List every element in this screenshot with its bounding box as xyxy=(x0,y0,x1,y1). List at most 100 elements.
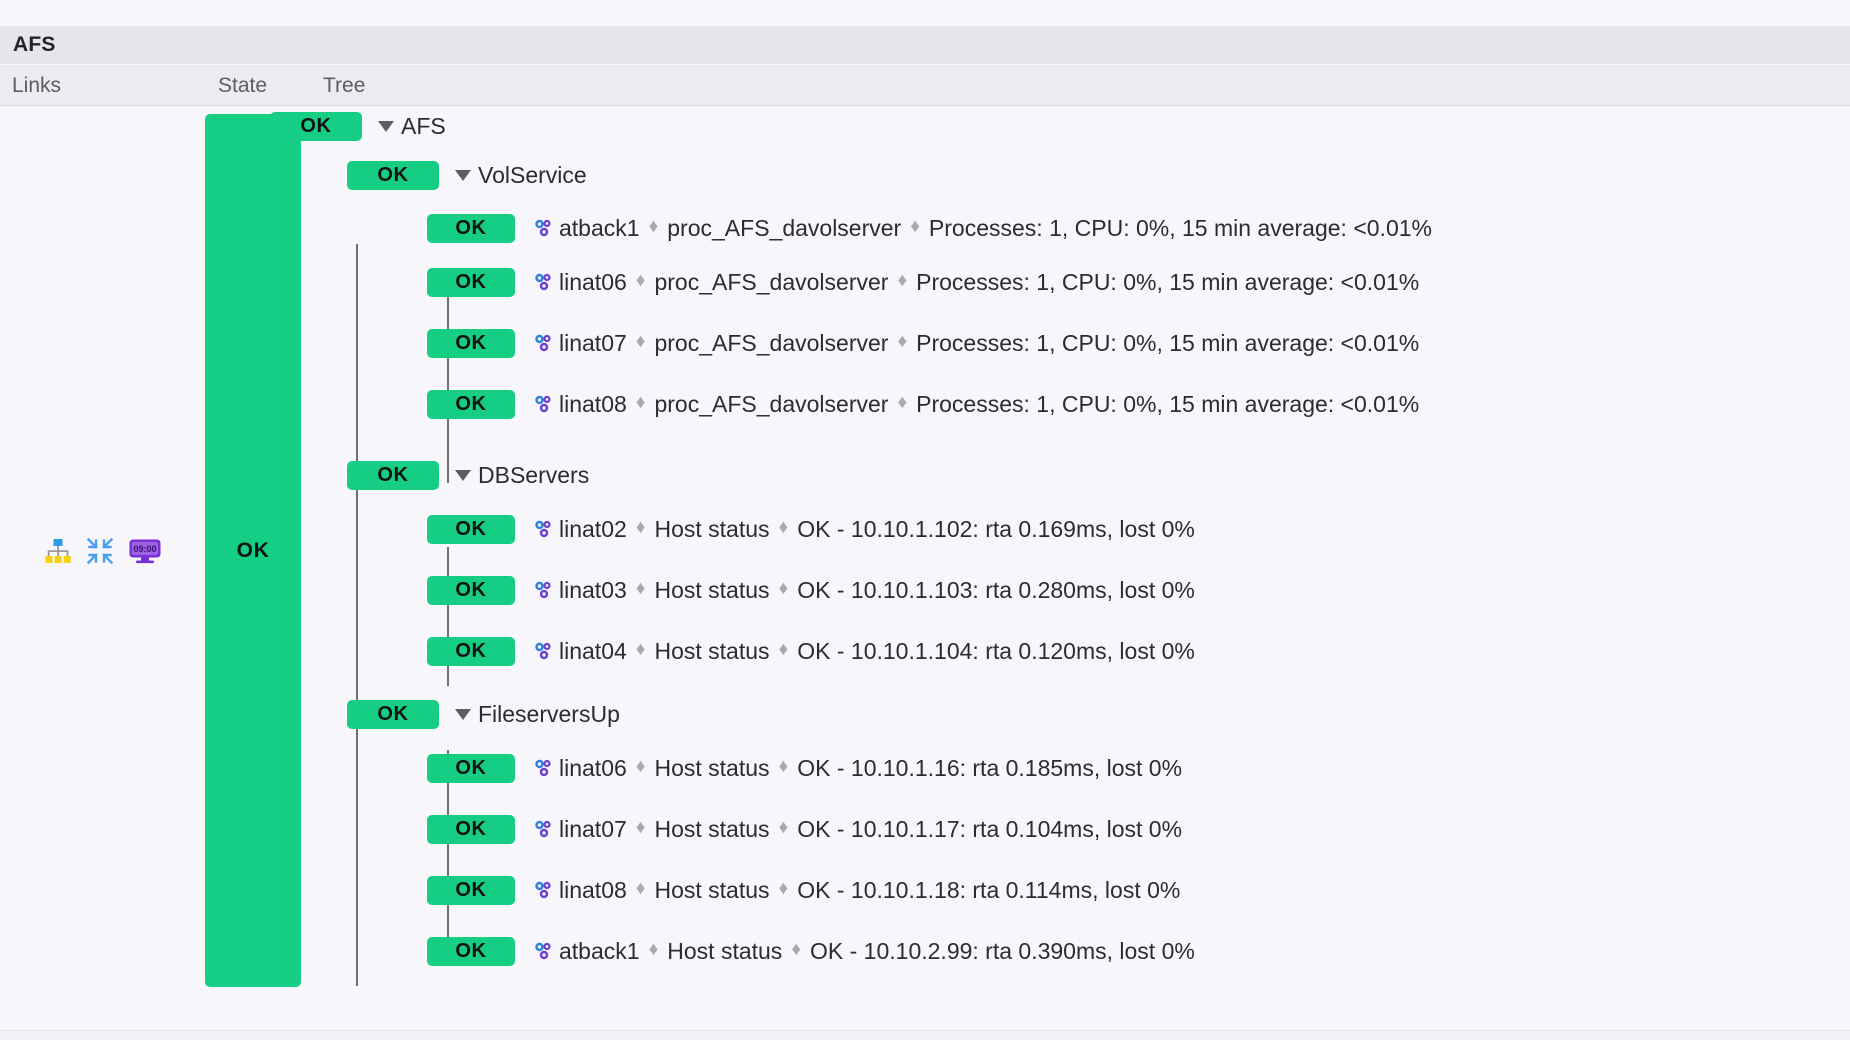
host-name[interactable]: linat04 xyxy=(559,637,627,664)
tree-column: OK AFS OK VolService OK xyxy=(270,106,1850,1028)
state-badge[interactable]: OK xyxy=(270,111,362,141)
tree-row-group[interactable]: OK VolService xyxy=(347,160,587,190)
footer-divider xyxy=(0,1030,1850,1031)
tree-row-service[interactable]: OK linat03 ♦ Host status ♦ OK - 10.10.1.… xyxy=(427,575,1195,605)
state-badge[interactable]: OK xyxy=(427,267,515,297)
service-name[interactable]: proc_AFS_davolserver xyxy=(654,390,889,417)
tree-connector-group-volservice xyxy=(447,293,449,483)
tree-row-service[interactable]: OK linat06 ♦ proc_AFS_davolserver ♦ Proc… xyxy=(427,267,1419,297)
host-icon xyxy=(533,332,555,354)
host-name[interactable]: atback1 xyxy=(559,937,640,964)
service-summary: OK - 10.10.1.103: rta 0.280ms, lost 0% xyxy=(797,576,1195,603)
tree-connector-group-fileserversup xyxy=(447,750,449,942)
column-header-state: State xyxy=(218,74,268,97)
service-summary: Processes: 1, CPU: 0%, 15 min average: <… xyxy=(916,390,1420,417)
tree-row-service[interactable]: OK linat08 ♦ proc_AFS_davolserver ♦ Proc… xyxy=(427,389,1419,419)
service-name[interactable]: Host status xyxy=(654,515,770,542)
tree-row-service[interactable]: OK linat04 ♦ Host status ♦ OK - 10.10.1.… xyxy=(427,636,1195,666)
state-badge[interactable]: OK xyxy=(427,514,515,544)
tree-connector-group-dbservers xyxy=(447,547,449,686)
host-name[interactable]: linat02 xyxy=(559,515,627,542)
host-name[interactable]: linat06 xyxy=(559,268,627,295)
state-badge[interactable]: OK xyxy=(427,389,515,419)
footer-area xyxy=(0,1031,1850,1040)
separator-diamond-icon: ♦ xyxy=(635,578,646,599)
service-name[interactable]: Host status xyxy=(654,576,770,603)
host-name[interactable]: linat07 xyxy=(559,815,627,842)
host-icon xyxy=(533,579,555,601)
separator-diamond-icon: ♦ xyxy=(778,817,789,838)
service-summary: Processes: 1, CPU: 0%, 15 min average: <… xyxy=(916,329,1420,356)
column-header-tree: Tree xyxy=(323,74,366,97)
state-badge[interactable]: OK xyxy=(347,460,439,490)
service-summary: OK - 10.10.1.102: rta 0.169ms, lost 0% xyxy=(797,515,1195,542)
state-badge[interactable]: OK xyxy=(347,699,439,729)
service-summary: Processes: 1, CPU: 0%, 15 min average: <… xyxy=(928,214,1432,241)
tree-body: 09:00 OK OK AFS OK xyxy=(0,106,1850,1028)
availability-timer-icon[interactable]: 09:00 xyxy=(128,537,162,565)
chevron-down-icon[interactable] xyxy=(455,708,471,720)
state-badge[interactable]: OK xyxy=(347,160,439,190)
service-name[interactable]: Host status xyxy=(667,937,783,964)
state-badge[interactable]: OK xyxy=(427,636,515,666)
separator-diamond-icon: ♦ xyxy=(635,392,646,413)
state-badge[interactable]: OK xyxy=(427,213,515,243)
collapse-arrows-icon[interactable] xyxy=(86,537,114,565)
host-name[interactable]: linat06 xyxy=(559,754,627,781)
separator-diamond-icon: ♦ xyxy=(778,756,789,777)
state-badge[interactable]: OK xyxy=(427,753,515,783)
tree-row-service[interactable]: OK atback1 ♦ proc_AFS_davolserver ♦ Proc… xyxy=(427,213,1432,243)
service-name[interactable]: Host status xyxy=(654,637,770,664)
chevron-down-icon[interactable] xyxy=(455,469,471,481)
state-badge[interactable]: OK xyxy=(427,875,515,905)
service-name[interactable]: Host status xyxy=(654,876,770,903)
tree-row-service[interactable]: OK linat07 ♦ Host status ♦ OK - 10.10.1.… xyxy=(427,814,1182,844)
links-cell: 09:00 xyxy=(0,106,205,996)
separator-diamond-icon: ♦ xyxy=(897,392,908,413)
service-name[interactable]: Host status xyxy=(654,815,770,842)
tree-row-service[interactable]: OK linat06 ♦ Host status ♦ OK - 10.10.1.… xyxy=(427,753,1182,783)
separator-diamond-icon: ♦ xyxy=(910,216,920,237)
tree-node-label: VolService xyxy=(478,161,587,188)
tree-row-service[interactable]: OK linat07 ♦ proc_AFS_davolserver ♦ Proc… xyxy=(427,328,1419,358)
separator-diamond-icon: ♦ xyxy=(635,331,646,352)
separator-diamond-icon: ♦ xyxy=(635,756,646,777)
chevron-down-icon[interactable] xyxy=(455,169,471,181)
tree-node-label: DBServers xyxy=(478,461,590,488)
column-header-links: Links xyxy=(12,74,62,97)
hierarchy-tree-icon[interactable] xyxy=(44,537,72,565)
tree-row-service[interactable]: OK linat02 ♦ Host status ♦ OK - 10.10.1.… xyxy=(427,514,1195,544)
service-name[interactable]: proc_AFS_davolserver xyxy=(667,214,902,241)
tree-row-service[interactable]: OK atback1 ♦ Host status ♦ OK - 10.10.2.… xyxy=(427,936,1195,966)
host-icon xyxy=(533,757,555,779)
host-name[interactable]: linat03 xyxy=(559,576,627,603)
chevron-down-icon[interactable] xyxy=(378,120,394,132)
tree-row-group[interactable]: OK FileserversUp xyxy=(347,699,620,729)
service-name[interactable]: Host status xyxy=(654,754,770,781)
separator-diamond-icon: ♦ xyxy=(648,939,659,960)
service-name[interactable]: proc_AFS_davolserver xyxy=(654,329,889,356)
host-name[interactable]: linat08 xyxy=(559,390,627,417)
tree-row-root[interactable]: OK AFS xyxy=(270,111,446,141)
separator-diamond-icon: ♦ xyxy=(791,939,802,960)
overall-state-bar[interactable]: OK xyxy=(205,114,301,987)
service-summary: OK - 10.10.1.18: rta 0.114ms, lost 0% xyxy=(797,876,1181,903)
service-summary: OK - 10.10.1.16: rta 0.185ms, lost 0% xyxy=(797,754,1183,781)
tree-row-group[interactable]: OK DBServers xyxy=(347,460,589,490)
separator-diamond-icon: ♦ xyxy=(635,878,646,899)
service-name[interactable]: proc_AFS_davolserver xyxy=(654,268,889,295)
separator-diamond-icon: ♦ xyxy=(635,817,646,838)
separator-diamond-icon: ♦ xyxy=(897,331,908,352)
state-badge[interactable]: OK xyxy=(427,575,515,605)
tree-row-service[interactable]: OK linat08 ♦ Host status ♦ OK - 10.10.1.… xyxy=(427,875,1180,905)
host-name[interactable]: atback1 xyxy=(559,214,640,241)
state-badge[interactable]: OK xyxy=(427,328,515,358)
state-badge[interactable]: OK xyxy=(427,936,515,966)
host-name[interactable]: linat08 xyxy=(559,876,627,903)
window-title-bar: AFS xyxy=(0,26,1850,65)
host-name[interactable]: linat07 xyxy=(559,329,627,356)
separator-diamond-icon: ♦ xyxy=(897,270,908,291)
availability-timer-label: 09:00 xyxy=(133,544,156,554)
service-summary: OK - 10.10.2.99: rta 0.390ms, lost 0% xyxy=(810,937,1195,964)
state-badge[interactable]: OK xyxy=(427,814,515,844)
